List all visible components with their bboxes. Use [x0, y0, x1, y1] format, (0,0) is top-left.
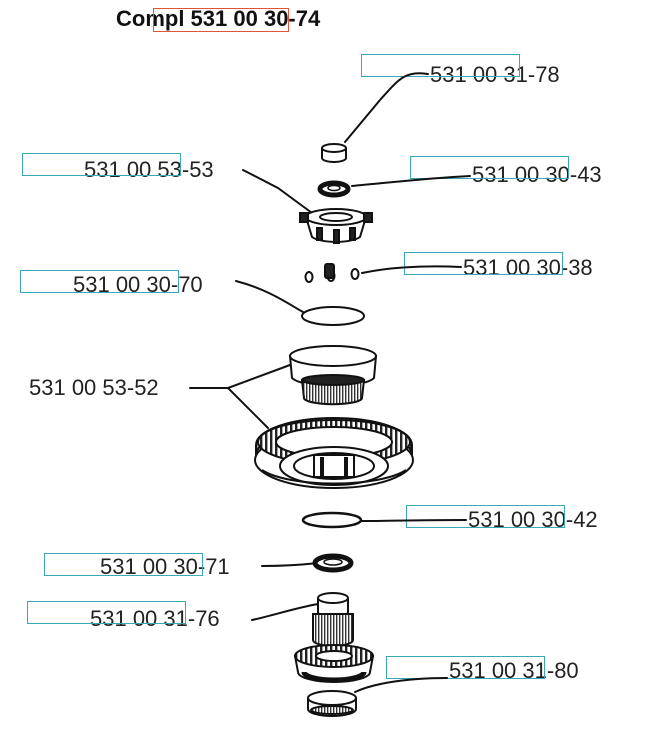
part-ring-531-00-30-71 — [312, 553, 354, 573]
leader-531-00-30-38 — [361, 265, 462, 274]
highlight-box-531-00-30-42 — [406, 505, 565, 528]
highlight-box-531-00-31-80 — [386, 656, 545, 679]
label-531-00-30-71: 531 00 30-71 — [100, 554, 230, 579]
part-cap-531-00-31-78 — [321, 143, 347, 163]
leader-531-00-30-71 — [261, 562, 319, 567]
highlight-box-531-00-30-71 — [44, 553, 203, 576]
highlight-box-531-00-31-78 — [361, 54, 520, 77]
part-pinion-531-00-31-76 — [293, 592, 375, 683]
label-531-00-31-78: 531 00 31-78 — [430, 62, 560, 87]
part-ring-531-00-30-70 — [301, 306, 365, 326]
highlight-box-531-00-30-38 — [404, 252, 563, 275]
label-531-00-53-53: 531 00 53-53 — [84, 157, 214, 182]
highlight-box-531-00-53-53 — [22, 153, 181, 176]
highlight-box-531-00-30-43 — [410, 156, 569, 179]
label-531-00-30-38: 531 00 30-38 — [463, 255, 593, 280]
leader-531-00-31-78 — [344, 72, 429, 143]
highlight-box-531-00-31-76 — [27, 601, 186, 624]
leader-531-00-53-52-b — [227, 387, 269, 429]
leader-531-00-30-70 — [235, 280, 304, 313]
leader-531-00-31-76 — [251, 603, 319, 621]
label-531-00-30-43: 531 00 30-43 — [472, 162, 602, 187]
part-ring-531-00-30-42 — [301, 511, 363, 529]
assembly-title: Compl 531 00 30-74 — [116, 6, 321, 31]
part-rollers-531-00-30-38 — [304, 263, 360, 283]
leader-531-00-31-80 — [354, 677, 448, 693]
part-hub-531-00-53-52 — [288, 345, 378, 406]
part-bearing-531-00-31-80 — [307, 690, 357, 717]
label-531-00-31-76: 531 00 31-76 — [90, 606, 220, 631]
leader-531-00-53-52-a — [189, 364, 291, 389]
leader-531-00-30-42 — [361, 519, 467, 522]
leader-531-00-53-53 — [242, 169, 313, 214]
highlight-box-531-00-30-70 — [20, 270, 179, 293]
label-531-00-53-52: 531 00 53-52 — [29, 375, 159, 400]
part-ring-531-00-30-43 — [317, 180, 351, 198]
title-highlight-box — [153, 8, 289, 32]
part-gear-531-00-53-52 — [254, 417, 414, 489]
part-cage-531-00-53-53 — [299, 208, 373, 244]
leader-531-00-30-43 — [351, 175, 471, 187]
